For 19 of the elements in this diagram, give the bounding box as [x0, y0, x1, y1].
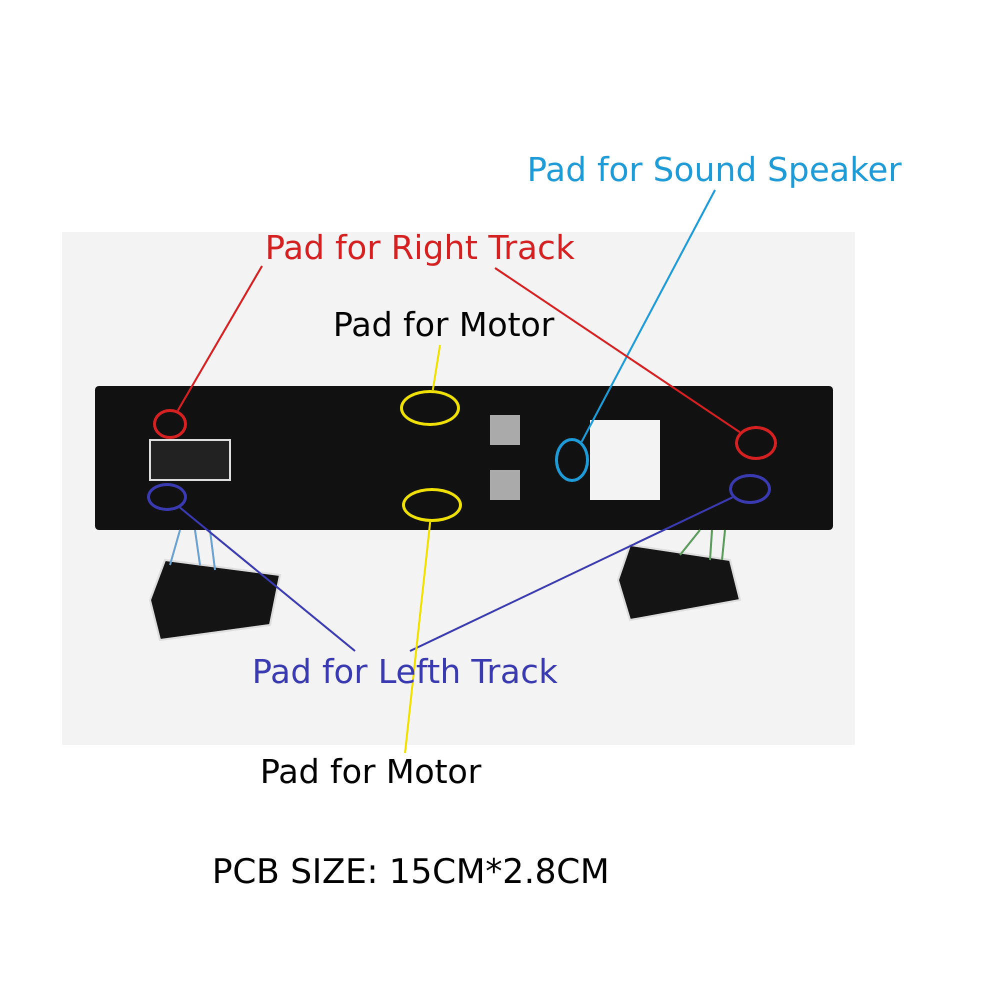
circle-marker: [735, 426, 777, 460]
circle-marker: [147, 483, 187, 511]
callout-label: Pad for Sound Speaker: [527, 150, 902, 190]
callout-label: Pad for Motor: [260, 752, 482, 792]
circle-marker: [555, 438, 589, 482]
circle-marker: [729, 474, 771, 504]
leader-line: [179, 506, 356, 652]
circle-marker: [153, 409, 187, 439]
leader-line: [580, 190, 716, 442]
leader-line: [494, 267, 740, 433]
leader-line: [432, 344, 441, 390]
leader-line: [176, 266, 263, 412]
circle-marker: [400, 390, 460, 426]
leader-line: [404, 522, 432, 754]
size-note: PCB SIZE: 15CM*2.8CM: [212, 852, 610, 892]
callout-label: Pad for Motor: [333, 305, 554, 345]
circle-marker: [402, 488, 462, 522]
callout-label: Pad for Right Track: [265, 228, 575, 268]
leader-line: [410, 496, 733, 652]
